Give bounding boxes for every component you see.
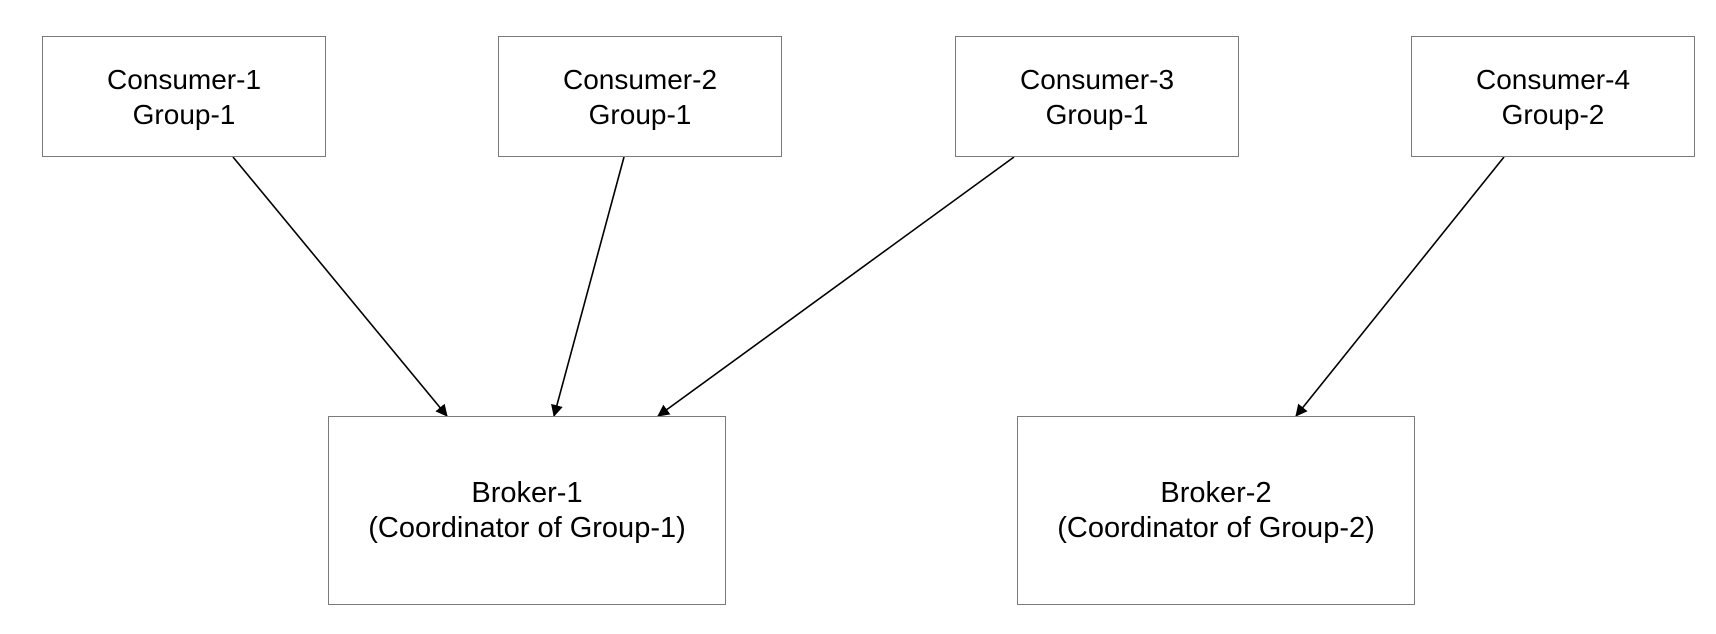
broker-role: (Coordinator of Group-1) xyxy=(368,511,686,544)
consumer-name: Consumer-3 xyxy=(1019,63,1175,95)
consumer-name: Consumer-1 xyxy=(106,63,262,95)
consumer-1-node: Consumer-1 Group-1 xyxy=(42,36,326,157)
consumer-group: Group-1 xyxy=(588,98,692,130)
consumer-name: Consumer-2 xyxy=(562,63,718,95)
broker-role: (Coordinator of Group-2) xyxy=(1057,511,1375,544)
edge-consumer-1-to-broker-1 xyxy=(232,156,448,417)
consumer-4-node: Consumer-4 Group-2 xyxy=(1411,36,1695,157)
broker-name: Broker-2 xyxy=(1160,476,1272,509)
edge-consumer-4-to-broker-2 xyxy=(1295,156,1505,417)
broker-2-node: Broker-2 (Coordinator of Group-2) xyxy=(1017,416,1415,605)
consumer-3-node: Consumer-3 Group-1 xyxy=(955,36,1239,157)
consumer-group: Group-2 xyxy=(1501,98,1605,130)
edge-consumer-2-to-broker-1 xyxy=(551,156,625,417)
consumer-group: Group-1 xyxy=(1045,98,1149,130)
consumer-group: Group-1 xyxy=(132,98,236,130)
edge-consumer-3-to-broker-1 xyxy=(657,156,1015,417)
broker-1-node: Broker-1 (Coordinator of Group-1) xyxy=(328,416,726,605)
broker-name: Broker-1 xyxy=(471,476,583,509)
consumer-2-node: Consumer-2 Group-1 xyxy=(498,36,782,157)
consumer-name: Consumer-4 xyxy=(1475,63,1631,95)
